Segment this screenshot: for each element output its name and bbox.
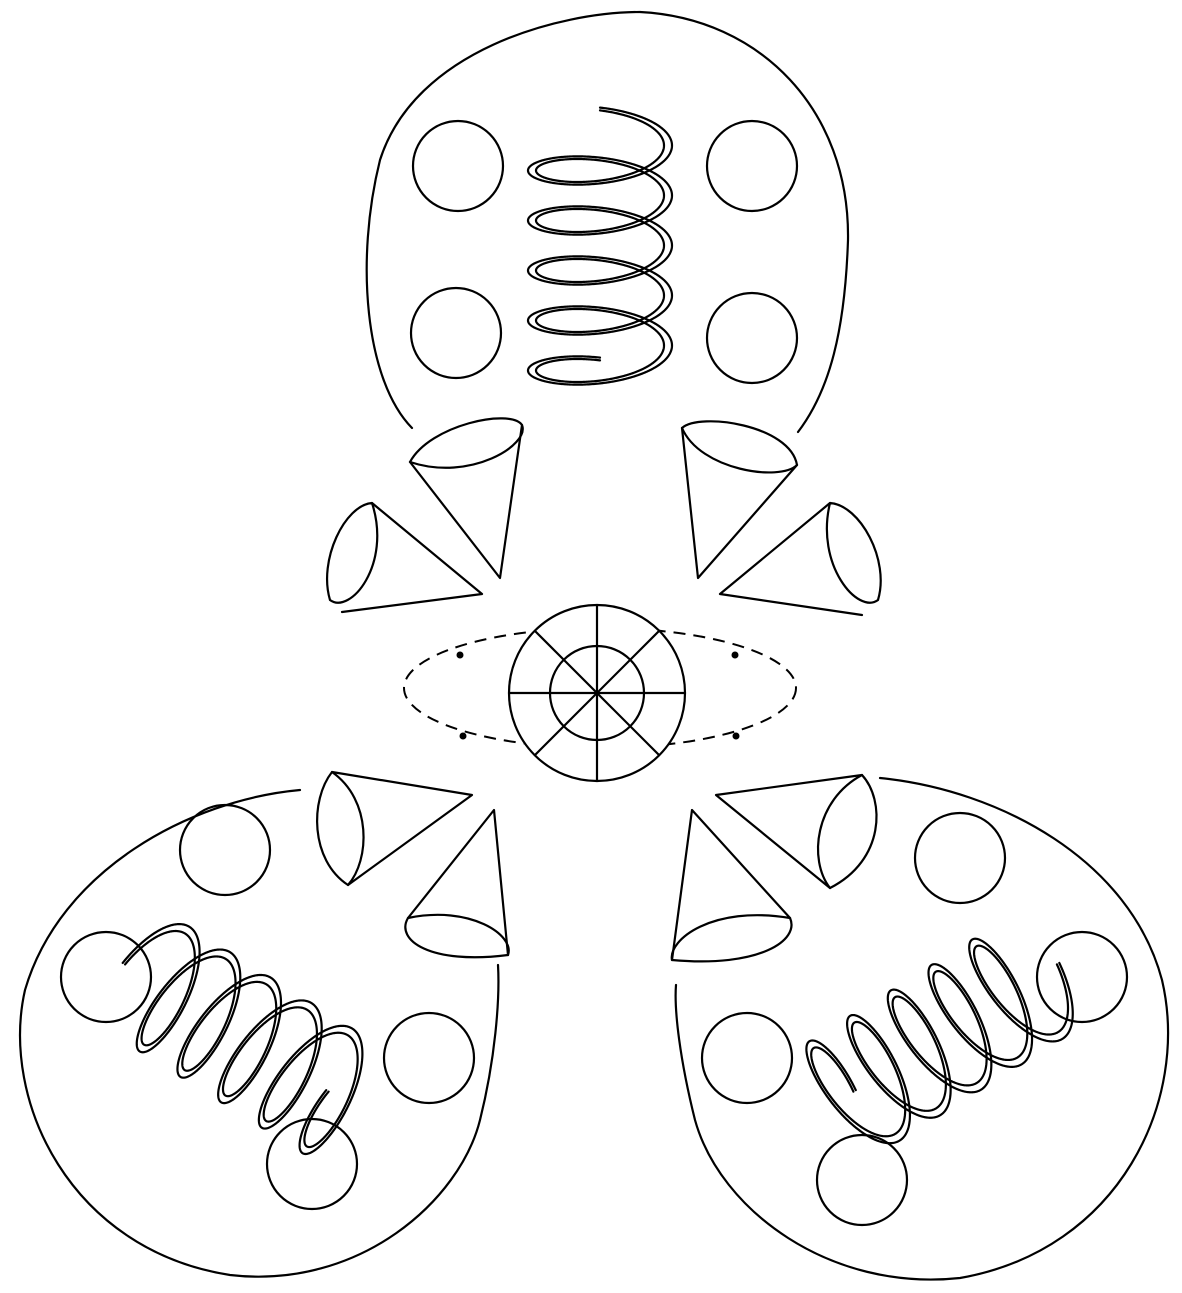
hole	[707, 121, 797, 211]
bottom-right-lobe-outline	[676, 778, 1168, 1280]
orbit-dot	[733, 733, 740, 740]
hub-spokes	[509, 605, 685, 781]
cone	[720, 503, 881, 615]
top-lobe	[367, 12, 848, 432]
coil-wire	[94, 915, 378, 1152]
hole	[707, 293, 797, 383]
bottom-left-lobe-outline	[20, 790, 498, 1277]
coil-helix	[528, 108, 672, 385]
hole	[915, 813, 1005, 903]
coil-wire	[528, 108, 672, 385]
top-coil	[528, 108, 672, 385]
hole	[267, 1119, 357, 1209]
central-hub	[404, 605, 796, 781]
orbit-dot	[732, 652, 739, 659]
cone	[682, 421, 797, 578]
bottom-left-lobe-holes	[61, 805, 474, 1209]
cone	[410, 418, 523, 578]
cone	[327, 503, 482, 612]
bottom-right-lobe-holes	[702, 813, 1127, 1225]
hole	[411, 288, 501, 378]
top-lobe-outline	[367, 12, 848, 432]
orbit-dot	[460, 733, 467, 740]
bottom-right-lobe	[676, 778, 1168, 1280]
coil-wire	[536, 110, 664, 382]
hole	[180, 805, 270, 895]
orbit-dot	[457, 652, 464, 659]
hole	[1037, 932, 1127, 1022]
hole	[413, 121, 503, 211]
hole	[384, 1013, 474, 1103]
cone	[716, 775, 877, 888]
coil-helix	[88, 907, 385, 1161]
cone	[672, 810, 792, 961]
bottom-left-lobe	[20, 790, 498, 1277]
bottom-left-coil	[88, 907, 385, 1161]
hole	[817, 1135, 907, 1225]
hole	[702, 1013, 792, 1103]
